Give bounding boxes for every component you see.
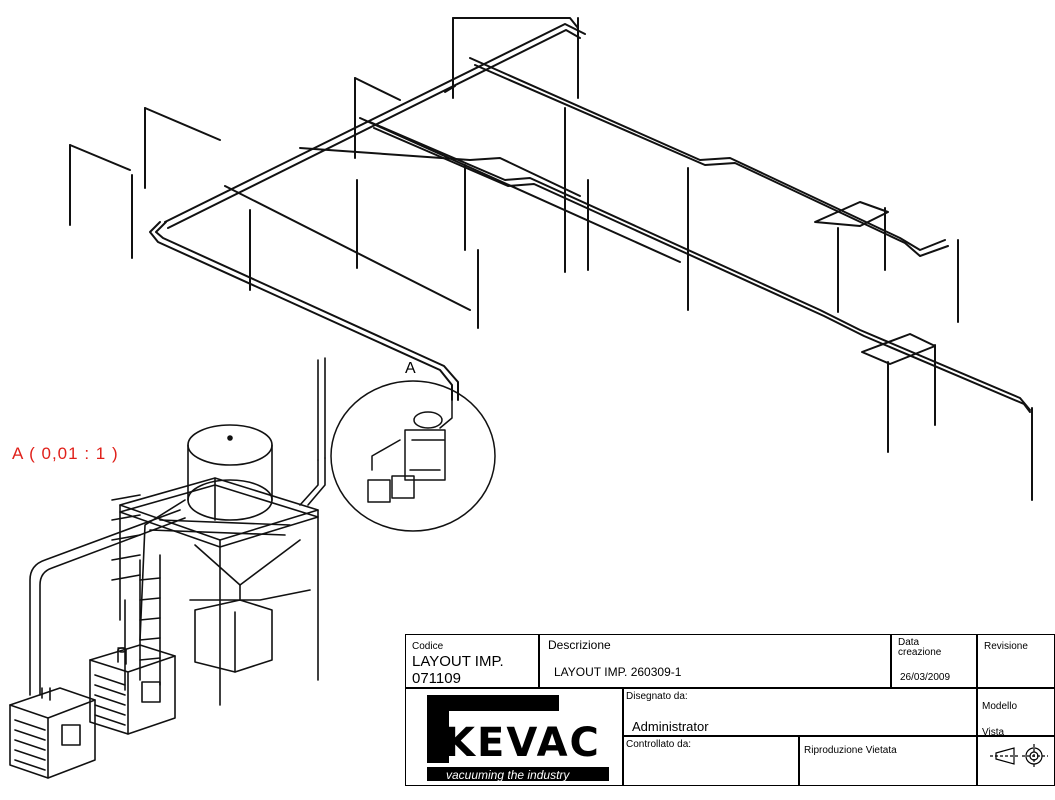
title-block: Codice LAYOUT IMP. 071109 Descrizione LA… xyxy=(405,634,1055,786)
data-creazione-label: Data creazione xyxy=(898,637,942,658)
revisione-label: Revisione xyxy=(984,641,1028,652)
descrizione-value: LAYOUT IMP. 260309-1 xyxy=(554,665,682,679)
logo-tagline: vacuuming the industry xyxy=(446,768,570,782)
codice-label: Codice xyxy=(412,641,444,652)
data-creazione-value: 26/03/2009 xyxy=(900,672,951,683)
riproduzione-cell: Riproduzione Vietata xyxy=(799,736,977,786)
first-angle-projection-icon xyxy=(990,744,1048,768)
modello-cell: Modello Vista xyxy=(977,688,1055,738)
codice-value: LAYOUT IMP. 071109 xyxy=(412,653,504,687)
logo-cell: KEVAC vacuuming the industry xyxy=(405,688,623,786)
projection-cell xyxy=(977,736,1055,786)
descrizione-label: Descrizione xyxy=(548,638,611,652)
data-creazione-cell: Data creazione 26/03/2009 xyxy=(891,634,977,688)
codice-cell: Codice LAYOUT IMP. 071109 xyxy=(405,634,539,688)
detail-circle xyxy=(330,380,496,532)
controllato-label: Controllato da: xyxy=(626,739,692,750)
pipe-network xyxy=(69,17,1033,501)
revisione-cell: Revisione xyxy=(977,634,1055,688)
detail-callout-letter: A xyxy=(405,360,416,377)
disegnato-value: Administrator xyxy=(632,719,709,734)
detail-scale-label: A ( 0,01 : 1 ) xyxy=(12,444,119,463)
descrizione-cell: Descrizione LAYOUT IMP. 260309-1 xyxy=(539,634,891,688)
disegnato-cell: Disegnato da: Administrator xyxy=(623,688,977,736)
modello-label: Modello xyxy=(982,701,1018,712)
logo-name: KEVAC xyxy=(444,720,601,766)
vista-label: Vista xyxy=(982,727,1005,738)
kevac-logo-icon xyxy=(427,695,609,781)
riproduzione-label: Riproduzione Vietata xyxy=(804,745,897,756)
disegnato-label: Disegnato da: xyxy=(626,691,688,702)
plant-equipment xyxy=(9,357,326,779)
controllato-cell: Controllato da: xyxy=(623,736,799,786)
